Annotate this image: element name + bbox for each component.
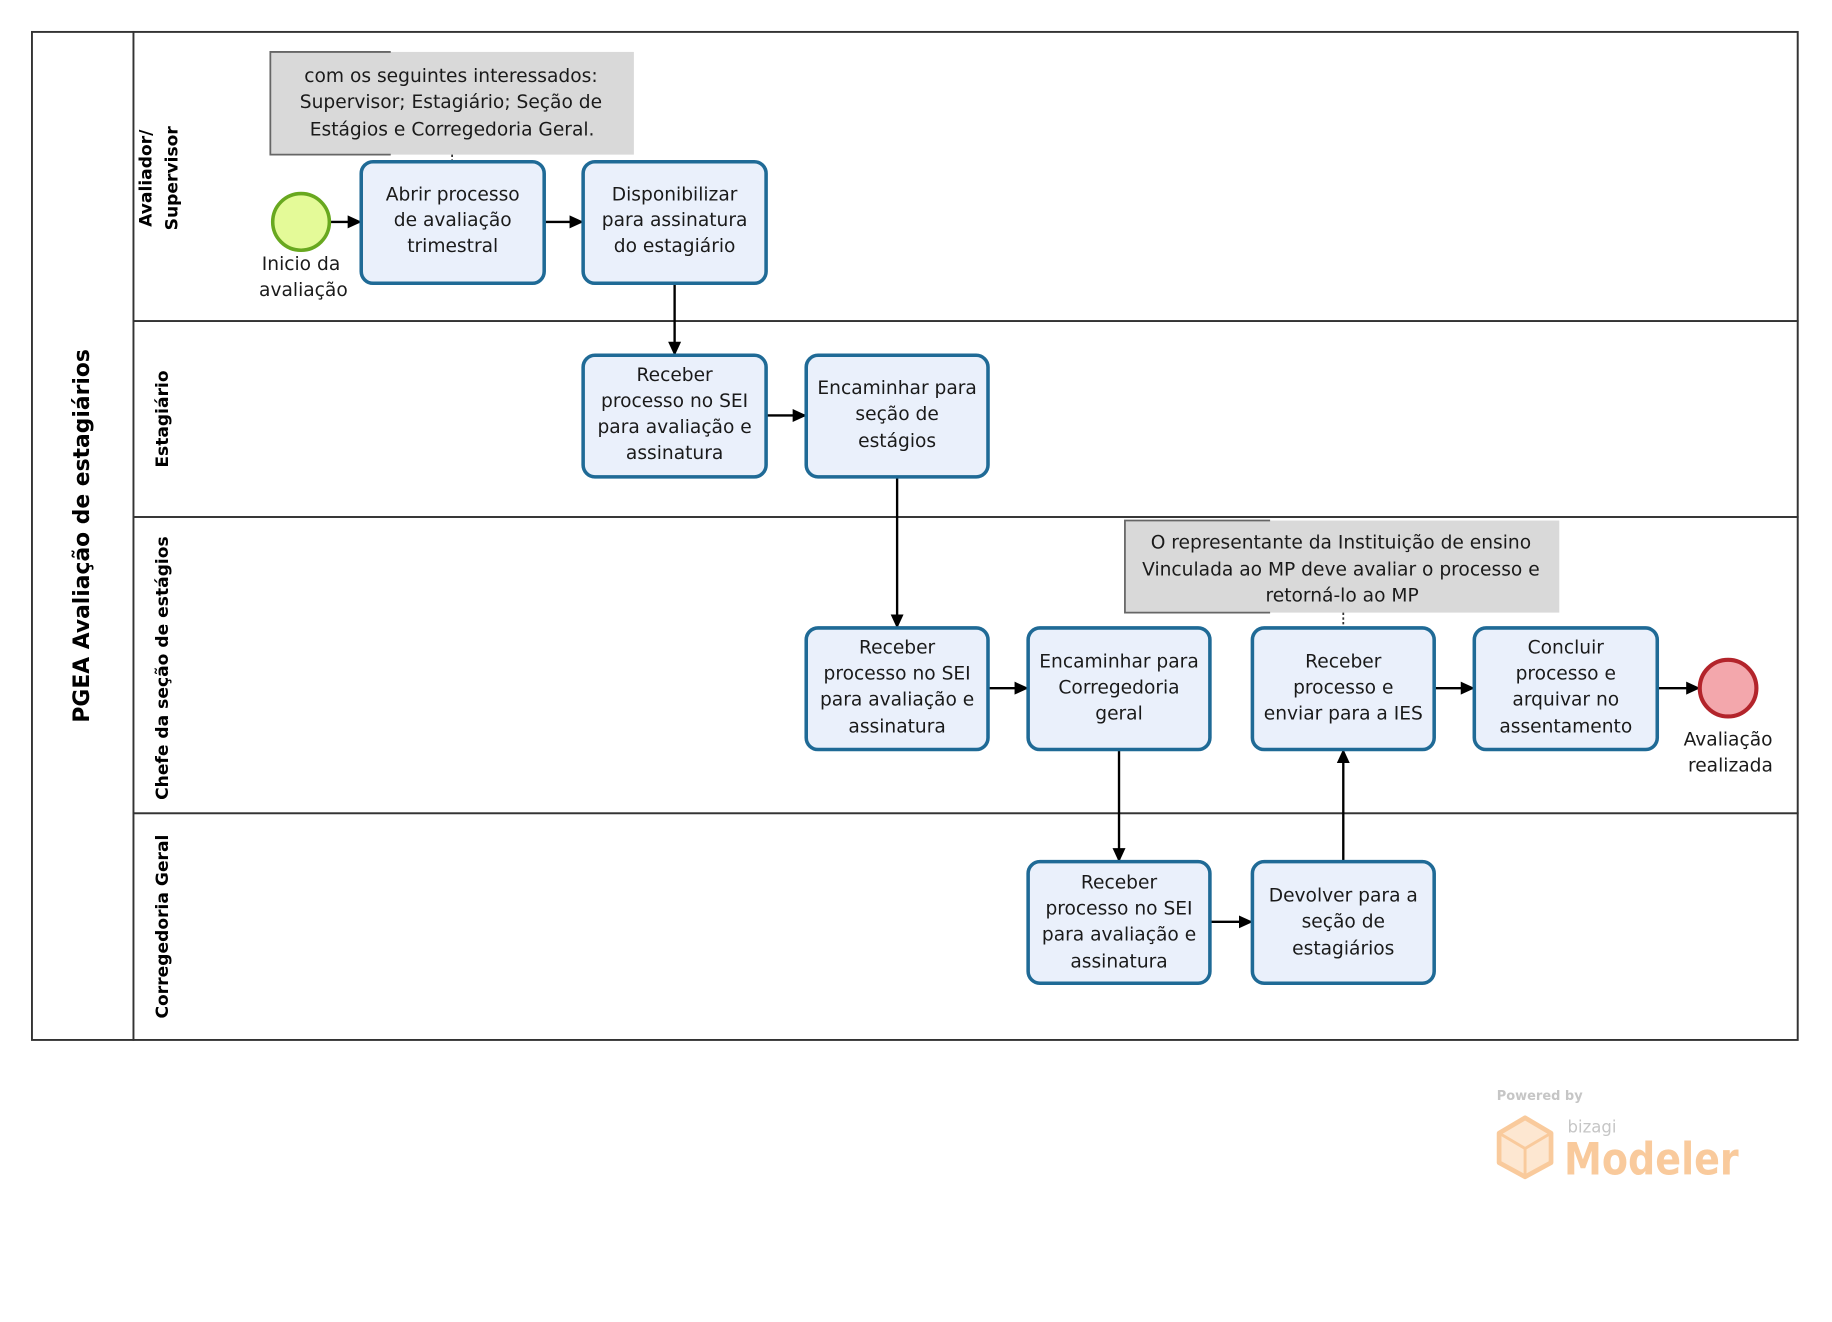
task-chefe-receber-processo: Receber processo no SEI para avaliação e…	[804, 626, 990, 752]
task-box	[1472, 626, 1660, 752]
end-event-label: Avaliação	[1684, 730, 1773, 751]
task-label-line: para avaliação e	[597, 417, 751, 438]
task-label-line: Encaminhar para	[1039, 652, 1198, 673]
annotation-representante-ies: O representante da Instituição de ensino…	[1124, 519, 1560, 627]
task-label-line: assinatura	[848, 717, 945, 738]
task-box	[804, 353, 990, 479]
end-event: Avaliação realizada	[1684, 657, 1773, 777]
task-label-line: Corregedoria	[1058, 678, 1179, 699]
task-label-line: Devolver para a	[1269, 885, 1418, 906]
task-label-line: Encaminhar para	[817, 378, 976, 399]
sequence-flows	[330, 215, 1701, 929]
task-label-line: estágios	[858, 431, 936, 452]
task-label-line: enviar para a IES	[1264, 704, 1423, 725]
task-label-line: processo no SEI	[601, 391, 748, 412]
task-encaminhar-corregedoria: Encaminhar para Corregedoria geral	[1026, 626, 1212, 752]
task-label-line: Disponibilizar	[612, 184, 738, 205]
lane-label: Avaliador/	[136, 129, 156, 227]
task-estagiario-receber-processo: Receber processo no SEI para avaliação e…	[581, 353, 768, 479]
lane-label: Corregedoria Geral	[153, 835, 173, 1019]
task-receber-enviar-ies: Receber processo e enviar para a IES	[1250, 626, 1436, 752]
task-label-line: Concluir	[1528, 638, 1605, 659]
task-concluir-arquivar: Concluir processo e arquivar no assentam…	[1472, 626, 1660, 752]
task-corregedoria-receber-processo: Receber processo no SEI para avaliação e…	[1026, 859, 1212, 986]
task-abrir-processo: Abrir processo de avaliação trimestral	[359, 159, 546, 286]
pool-title: PGEA Avaliação de estagiários	[70, 349, 95, 722]
bizagi-watermark: Powered by bizagi Modeler	[1497, 1089, 1739, 1185]
task-box	[1250, 626, 1436, 752]
task-box	[1250, 859, 1436, 986]
annotation-box	[270, 51, 634, 155]
task-label-line: Receber	[637, 365, 714, 386]
task-box	[1026, 626, 1212, 752]
lane-label: Estagiário	[153, 370, 173, 468]
start-event-label: Inicio da	[262, 254, 340, 275]
task-label-line: Receber	[1305, 652, 1382, 673]
annotation-text-line: retorná-lo ao MP	[1266, 586, 1419, 607]
task-label-line: assentamento	[1499, 717, 1632, 738]
task-label-line: processo no SEI	[824, 663, 971, 684]
task-label-line: arquivar no	[1512, 689, 1619, 710]
task-label-line: Receber	[1081, 872, 1158, 893]
lane-box	[132, 812, 1799, 1041]
lane-label: Chefe da seção de estágios	[153, 536, 173, 800]
lane-label: Supervisor	[162, 126, 182, 231]
end-event-circle	[1697, 657, 1759, 719]
watermark-powered-by: Powered by	[1497, 1089, 1583, 1104]
annotation-bracket	[269, 51, 391, 156]
task-disponibilizar-assinatura: Disponibilizar para assinatura do estagi…	[581, 159, 768, 286]
task-label-line: Receber	[859, 638, 936, 659]
task-label-line: geral	[1095, 704, 1143, 725]
task-label-line: Abrir processo	[386, 184, 520, 205]
task-label-line: trimestral	[407, 236, 498, 257]
task-box	[804, 626, 990, 752]
task-label-line: processo e	[1516, 663, 1616, 684]
annotation-text-line: Supervisor; Estagiário; Seção de	[300, 92, 602, 113]
task-encaminhar-secao-estagios: Encaminhar para seção de estágios	[804, 353, 990, 479]
watermark-product: Modeler	[1564, 1132, 1739, 1185]
annotation-text-line: Estágios e Corregedoria Geral.	[310, 119, 595, 140]
start-event-label: avaliação	[259, 280, 348, 301]
annotation-text-line: com os seguintes interessados:	[304, 66, 597, 87]
annotation-bracket	[1124, 519, 1271, 614]
task-box	[359, 159, 546, 286]
task-box	[581, 353, 768, 479]
task-devolver-secao-estagiarios: Devolver para a seção de estagiários	[1250, 859, 1436, 986]
task-label-line: do estagiário	[614, 236, 736, 257]
task-label-line: para avaliação e	[820, 689, 974, 710]
lane-corregedoria-geral: Corregedoria Geral	[132, 812, 1799, 1041]
task-label-line: seção de	[855, 404, 938, 425]
task-label-line: assinatura	[626, 443, 723, 464]
task-label-line: seção de	[1302, 911, 1385, 932]
bizagi-cube-logo-icon	[1496, 1115, 1554, 1180]
annotation-text-line: Vinculada ao MP deve avaliar o processo …	[1142, 560, 1540, 581]
annotation-box	[1124, 520, 1560, 613]
task-label-line: estagiários	[1292, 939, 1394, 960]
end-event-label: realizada	[1688, 756, 1773, 777]
task-label-line: assinatura	[1070, 951, 1167, 972]
task-label-line: processo no SEI	[1045, 898, 1192, 919]
task-label-line: de avaliação	[394, 210, 512, 231]
start-event-circle	[270, 191, 332, 253]
task-box	[581, 159, 768, 286]
task-box	[1026, 859, 1212, 986]
start-event: Inicio da avaliação	[259, 191, 348, 301]
watermark-brand: bizagi	[1568, 1118, 1617, 1137]
task-label-line: para assinatura	[602, 210, 748, 231]
task-label-line: para avaliação e	[1042, 924, 1196, 945]
annotation-interessados: com os seguintes interessados: Superviso…	[269, 51, 634, 162]
annotation-text-line: O representante da Instituição de ensino	[1151, 532, 1531, 553]
task-label-line: processo e	[1293, 678, 1393, 699]
